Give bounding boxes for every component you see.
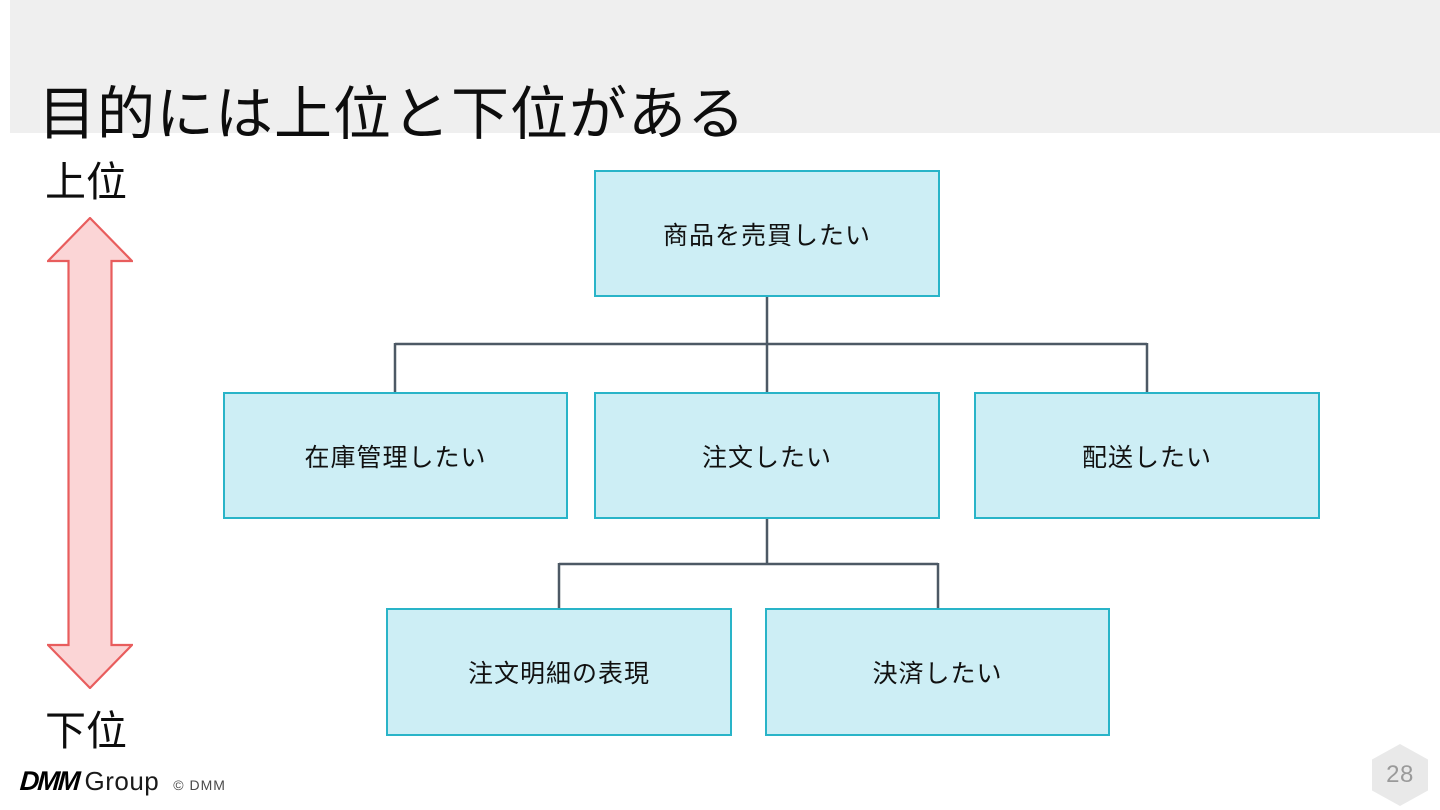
node-payment: 決済したい [765,608,1110,736]
node-label: 商品を売買したい [662,221,871,250]
node-label: 注文明細の表現 [467,660,650,688]
header-band [10,0,1440,133]
node-order: 注文したい [594,392,940,519]
node-label: 注文したい [701,443,832,472]
dmm-logo: DMM [18,766,80,796]
page-number: 28 [1386,761,1414,788]
page-number-badge: 28 [1372,744,1428,806]
node-order-details: 注文明細の表現 [386,608,732,736]
page-title: 目的には上位と下位がある [38,81,747,147]
node-sell-products: 商品を売買したい [594,170,940,297]
node-label: 配送したい [1081,443,1212,472]
node-shipping: 配送したい [974,392,1320,519]
group-logo-text: Group [84,766,160,796]
copyright-text: © DMM [173,777,226,793]
footer-logo: DMM Group © DMM [18,766,226,797]
node-inventory-management: 在庫管理したい [223,392,568,519]
node-label: 在庫管理したい [304,443,487,472]
node-label: 決済したい [872,660,1003,688]
lower-level-label: 下位 [45,708,127,754]
updown-arrow-icon [47,217,133,689]
upper-level-label: 上位 [45,159,127,205]
